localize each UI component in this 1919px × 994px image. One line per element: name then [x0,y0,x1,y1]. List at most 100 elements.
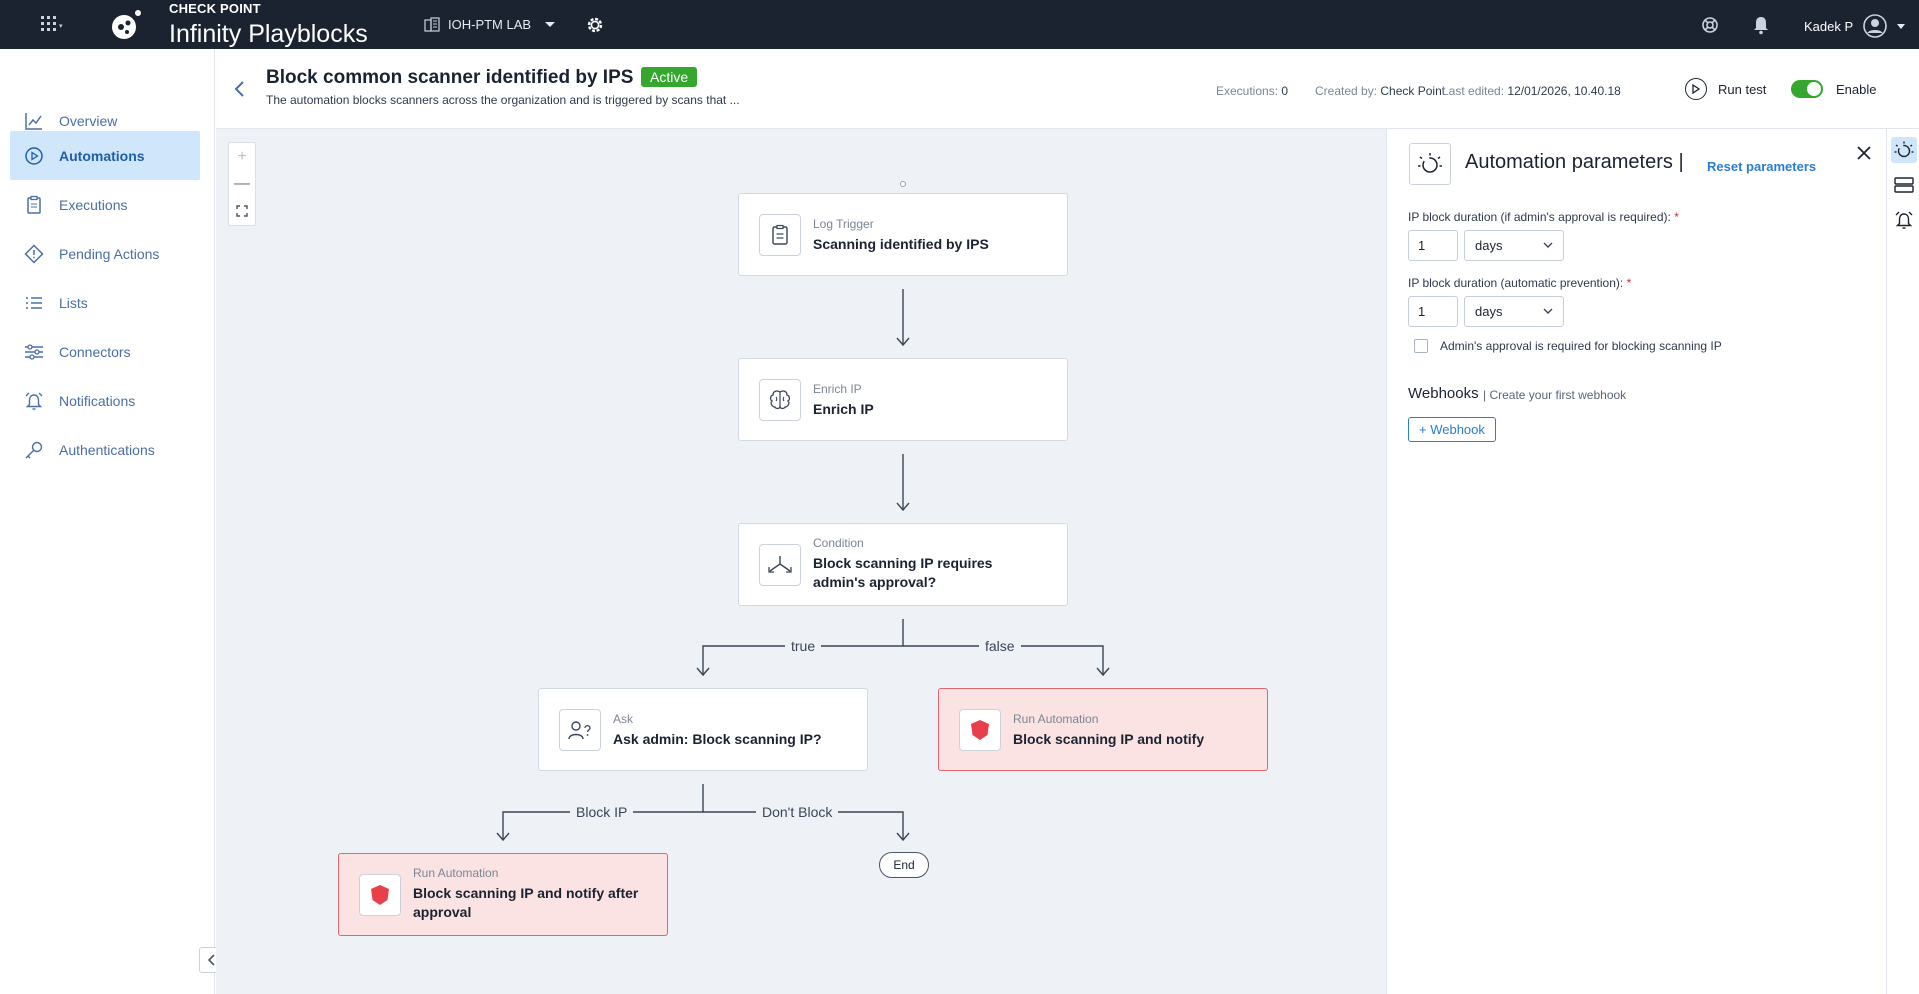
play-circle-icon [25,146,43,165]
list-icon [26,296,42,309]
sidebar-item-automations[interactable]: Automations [10,131,200,180]
node-type: Run Automation [413,866,499,880]
automation-parameters-panel: Automation parameters | Reset parameters… [1386,129,1886,994]
run-test-button[interactable]: Run test [1685,78,1766,100]
brain-icon [759,379,801,421]
checkbox-label: Admin's approval is required for blockin… [1440,339,1722,353]
tenant-selector[interactable]: IOH-PTM LAB [424,17,556,32]
field2-label: IP block duration (automatic prevention)… [1408,276,1632,290]
sun-settings-icon [1894,141,1914,158]
node-run-automation-notify[interactable]: Run Automation Block scanning IP and not… [938,688,1268,771]
sidebar-item-label: Connectors [59,343,131,360]
key-icon [25,441,43,458]
lifebuoy-icon[interactable] [1701,16,1719,34]
fit-view-button[interactable] [229,197,255,224]
field1-value-input[interactable]: 1 [1408,230,1458,261]
reset-parameters-link[interactable]: Reset parameters [1707,159,1817,174]
sun-settings-icon [1409,143,1451,185]
chevron-down-icon [1543,308,1553,314]
shield-hexagon-icon [959,709,1001,751]
close-icon[interactable] [1856,145,1872,161]
sidebar-item-label: Lists [59,294,88,311]
field1-unit-select[interactable]: days [1464,230,1564,261]
sidebar-item-label: Pending Actions [59,245,160,262]
chevron-down-icon [1897,23,1906,29]
building-icon [424,17,440,32]
parameters-tab[interactable] [1891,137,1917,163]
node-title: Block scanning IP and notify [1013,731,1205,747]
bell-icon[interactable] [1752,15,1770,35]
chevron-left-icon [207,954,215,966]
node-type: Condition [813,536,864,550]
fit-screen-icon [236,204,248,217]
notifications-tab[interactable] [1891,207,1917,233]
gear-icon[interactable] [586,16,604,34]
edge-label-block-ip: Block IP [570,804,634,820]
node-end[interactable]: End [879,852,929,878]
node-condition[interactable]: Condition Block scanning IP requires adm… [738,523,1068,606]
sidebar: Overview Automations Executions Pending … [0,49,225,994]
checkpoint-logo-icon [112,10,141,39]
sidebar-item-executions[interactable]: Executions [10,180,200,229]
edge-label-false: false [979,638,1021,654]
alarm-icon [1895,211,1913,229]
status-badge: Active [641,67,698,87]
sidebar-item-label: Authentications [59,441,155,458]
split-arrows-icon [759,544,801,586]
webhooks-hint: | Create your first webhook [1483,388,1627,402]
node-type: Ask [613,712,634,726]
sidebar-item-connectors[interactable]: Connectors [10,327,200,376]
back-arrow-icon[interactable] [230,79,250,99]
zoom-in-button[interactable]: + [237,147,247,165]
node-ask-admin[interactable]: Ask Ask admin: Block scanning IP? [538,688,868,771]
brand-product: Infinity Playblocks [169,20,368,48]
node-run-automation-after-approval[interactable]: Run Automation Block scanning IP and not… [338,853,668,936]
field2-value-input[interactable]: 1 [1408,296,1458,327]
page-title: Block common scanner identified by IPS [266,67,634,88]
admin-approval-checkbox[interactable] [1414,339,1428,353]
page-description: The automation blocks scanners across th… [266,93,740,107]
node-title: Block scanning IP requires admin's appro… [813,555,993,590]
zoom-out-button[interactable]: — [234,174,250,192]
node-log-trigger[interactable]: Log Trigger Scanning identified by IPS [738,193,1068,276]
layout-tab[interactable] [1891,172,1917,198]
sidebar-item-authentications[interactable]: Authentications [10,425,200,474]
executions-count: Executions: 0 [1216,84,1289,98]
edge-label-dont-block: Don't Block [756,804,839,820]
add-webhook-button[interactable]: + Webhook [1408,417,1496,442]
admin-approval-option: Admin's approval is required for blockin… [1414,339,1722,353]
sidebar-item-lists[interactable]: Lists [10,278,200,327]
stacked-panels-icon [1894,177,1914,193]
toggle-switch[interactable] [1791,80,1823,98]
sidebar-item-notifications[interactable]: Notifications [10,376,200,425]
avatar-icon [1863,14,1887,38]
field2-unit-select[interactable]: days [1464,296,1564,327]
alarm-icon [25,392,43,410]
sidebar-item-pending-actions[interactable]: Pending Actions [10,229,200,278]
sidebar-item-label: Executions [59,196,128,213]
automation-header: Block common scanner identified by IPS A… [216,49,1919,129]
flow-canvas[interactable]: + — true false Block IP Don't Block Log … [216,129,1386,994]
chevron-down-icon [1543,242,1553,248]
clipboard-icon [759,214,801,256]
sidebar-item-overview[interactable]: Overview [10,96,200,145]
node-type: Log Trigger [813,217,874,231]
sliders-icon [25,343,43,360]
node-title: Block scanning IP and notify after appro… [413,885,639,920]
chevron-down-icon [545,22,556,27]
shield-hexagon-icon [359,874,401,916]
sidebar-item-label: Overview [59,112,118,129]
brand-company: CHECK POINT [169,1,261,16]
field1-label: IP block duration (if admin's approval i… [1408,210,1679,224]
node-title: Enrich IP [813,401,874,417]
webhooks-title: Webhooks [1408,385,1479,402]
tenant-name: IOH-PTM LAB [448,17,532,32]
apps-grid-icon[interactable]: ▾ [41,16,67,34]
top-bar: ▾ CHECK POINT Infinity Playblocks IOH-PT… [0,0,1919,49]
user-name: Kadek P [1804,18,1854,34]
sidebar-item-label: Notifications [59,392,136,409]
node-enrich-ip[interactable]: Enrich IP Enrich IP [738,358,1068,441]
enable-toggle[interactable]: Enable [1791,80,1876,98]
clipboard-icon [27,195,41,214]
user-menu[interactable]: Kadek P [1804,14,1906,38]
